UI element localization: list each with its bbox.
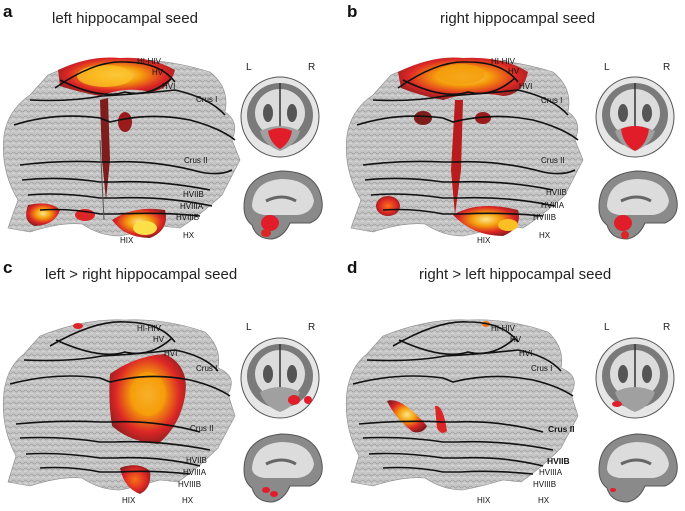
label-hviiib: HVIIIB [533,213,557,222]
label-crus-ii: Crus II [190,424,214,433]
panel-a: a left hippocampal seed HI-HIV HV HVI Cr… [0,0,342,255]
panel-letter: b [347,2,358,21]
panel-letter: d [347,258,358,277]
sagittal-brain-slice [598,170,678,240]
label-crus-i: Crus I [196,95,218,104]
label-crus-i: Crus I [196,364,218,373]
label-hx: HX [182,496,194,505]
label-hx: HX [538,496,550,505]
cerebellar-flatmap [346,57,584,237]
label-left: L [246,62,252,73]
cerebellar-flatmap [2,319,236,494]
panel-title: left hippocampal seed [52,10,198,27]
label-crus-ii: Crus II [548,424,575,434]
panel-title: right hippocampal seed [440,10,596,27]
label-left: L [604,62,610,73]
coronal-brain-slice [240,76,320,158]
label-right: R [663,62,671,73]
label-hviiia: HVIIIA [539,468,563,477]
label-hviib: HVIIB [186,456,207,465]
label-hviiib: HVIIIB [533,480,557,489]
label-hv: HV [508,67,520,76]
label-hvi: HVI [519,349,533,358]
label-hviiib: HVIIIB [178,480,202,489]
label-crus-i: Crus I [541,96,563,105]
label-hviiia: HVIIIA [183,468,207,477]
panel-title: right > left hippocampal seed [419,266,612,283]
cerebellar-flatmap [3,57,241,238]
label-hx: HX [183,231,195,240]
panel-d: d right > left hippocampal seed HI-HIV H… [343,256,685,511]
panel-letter: c [3,258,13,277]
label-crus-ii: Crus II [541,156,565,165]
coronal-brain-slice [595,76,675,158]
label-hviiia: HVIIIA [180,202,204,211]
coronal-brain-slice [240,337,320,419]
panel-c: c left > right hippocampal seed HI-HIV H… [0,256,342,511]
label-right: R [308,62,316,73]
label-left: L [604,322,610,333]
label-hvi: HVI [162,82,176,91]
sagittal-brain-slice [243,433,323,503]
label-right: R [308,322,316,333]
sagittal-brain-slice [598,433,678,503]
label-hix: HIX [122,496,136,505]
label-hviib: HVIIB [546,188,567,197]
label-hvi: HVI [164,349,178,358]
label-left: L [246,322,252,333]
label-hviib: HVIIB [547,456,570,466]
label-hix: HIX [120,236,134,245]
label-hviiia: HVIIIA [541,201,565,210]
sagittal-brain-slice [243,170,323,240]
label-hv: HV [152,68,164,77]
label-hi-hiv: HI-HIV [491,57,515,66]
label-hviib: HVIIB [183,190,204,199]
panel-b: b right hippocampal seed HI-HIV HV HVI C… [343,0,685,255]
label-crus-i: Crus I [531,364,553,373]
label-hix: HIX [477,236,491,245]
coronal-brain-slice [595,337,675,419]
panel-letter: a [3,2,13,21]
label-hi-hiv: HI-HIV [137,324,161,333]
label-hviiib: HVIIIB [176,213,200,222]
label-hv: HV [153,335,165,344]
label-hv: HV [510,335,522,344]
label-hvi: HVI [519,82,533,91]
label-hx: HX [539,231,551,240]
label-crus-ii: Crus II [184,156,208,165]
label-hix: HIX [477,496,491,505]
label-right: R [663,322,671,333]
cerebellar-flatmap [345,319,579,491]
panel-title: left > right hippocampal seed [45,266,238,283]
label-hi-hiv: HI-HIV [137,57,161,66]
label-hi-hiv: HI-HIV [491,324,515,333]
